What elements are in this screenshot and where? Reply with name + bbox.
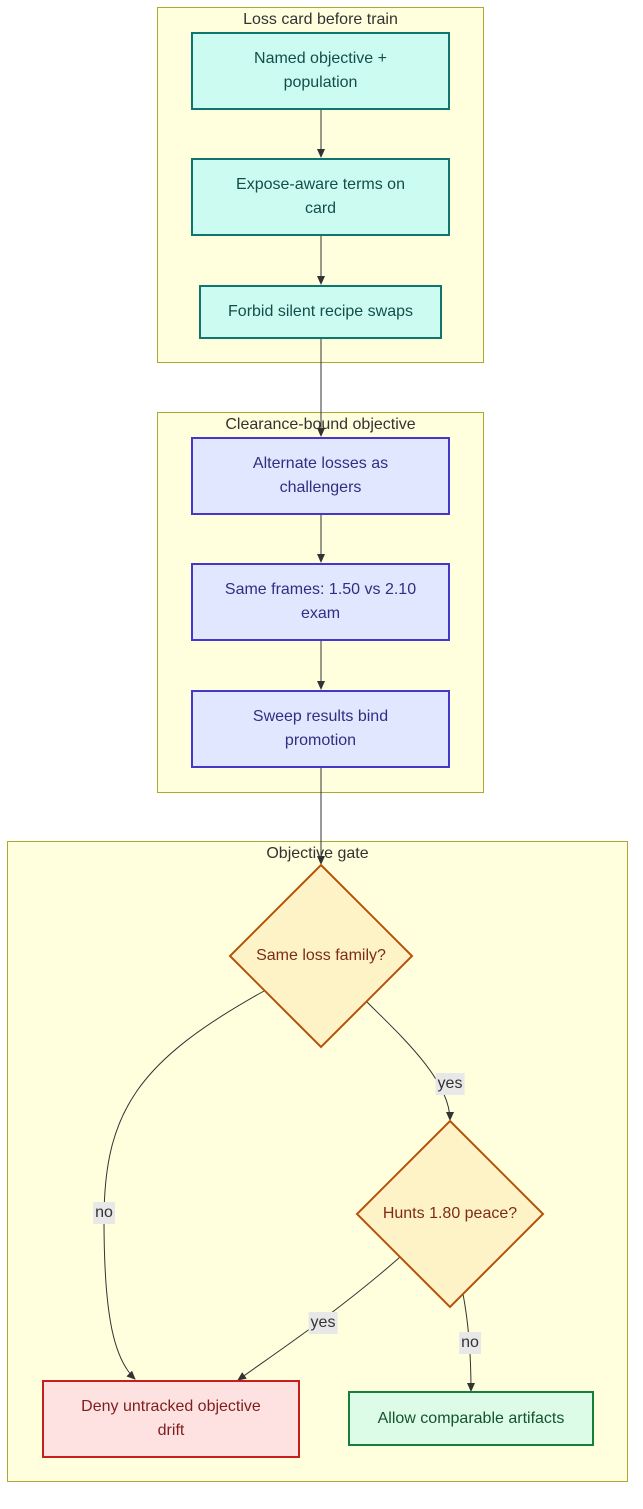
decision-hunts-peace-label: Hunts 1.80 peace? <box>382 1205 518 1222</box>
edge-label-family-yes: yes <box>435 1073 465 1095</box>
decision-hunts-peace-shape <box>355 1119 545 1309</box>
cluster-title-gate: Objective gate <box>266 845 369 862</box>
decision-same-loss-family-label: Same loss family? <box>256 947 386 964</box>
node-forbid-swaps-label: Forbid silent recipe swaps <box>228 303 413 320</box>
node-allow-artifacts-label: Allow comparable artifacts <box>377 1409 565 1427</box>
node-named-objective-label: Named objective + population <box>254 50 387 91</box>
cluster-title-loss-card: Loss card before train <box>243 11 398 28</box>
edge-label-hunts-yes: yes <box>308 1312 338 1334</box>
node-same-frames[interactable]: Same frames: 1.50 vs 2.10 exam <box>191 563 450 641</box>
node-expose-terms-label: Expose-aware terms on card <box>236 176 405 217</box>
edge-label-family-no: no <box>93 1202 115 1224</box>
node-allow-artifacts[interactable]: Allow comparable artifacts <box>348 1391 594 1446</box>
node-expose-terms[interactable]: Expose-aware terms on card <box>191 158 450 236</box>
node-alternate-losses-label: Alternate losses as challengers <box>252 455 389 496</box>
decision-same-loss-family-shape <box>228 863 414 1049</box>
decision-same-loss-family[interactable]: Same loss family? <box>230 865 412 1047</box>
edge-family-no <box>103 990 265 1380</box>
node-sweep-results-label: Sweep results bind promotion <box>252 708 389 749</box>
edge-label-hunts-no: no <box>459 1332 481 1354</box>
edge-family-yes <box>366 1001 454 1121</box>
node-same-frames-label: Same frames: 1.50 vs 2.10 exam <box>224 581 417 622</box>
node-named-objective[interactable]: Named objective + population <box>191 32 450 110</box>
node-alternate-losses[interactable]: Alternate losses as challengers <box>191 437 450 515</box>
node-deny-drift[interactable]: Deny untracked objective drift <box>42 1380 300 1458</box>
node-forbid-swaps[interactable]: Forbid silent recipe swaps <box>199 285 442 339</box>
node-sweep-results[interactable]: Sweep results bind promotion <box>191 690 450 768</box>
decision-hunts-peace[interactable]: Hunts 1.80 peace? <box>357 1121 543 1307</box>
node-deny-drift-label: Deny untracked objective drift <box>81 1398 261 1439</box>
